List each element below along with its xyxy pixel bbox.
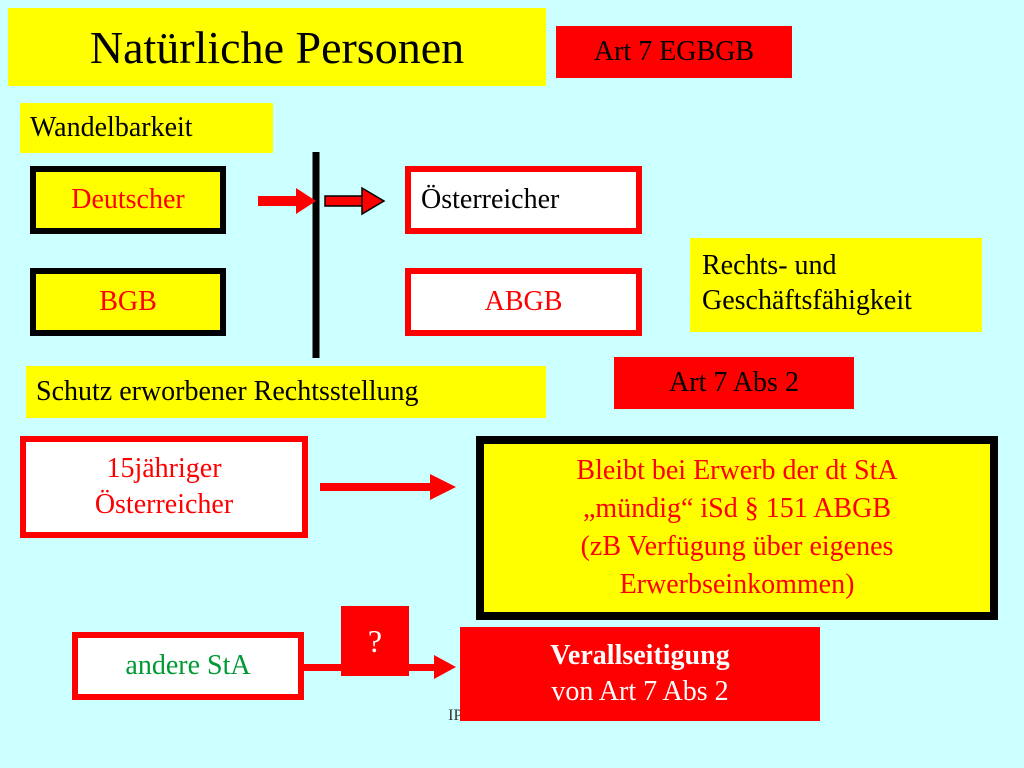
deutscher-box: Deutscher: [30, 166, 226, 234]
rechts-geschaeftsfaehigkeit-box: Rechts- und Geschäftsfähigkeit: [690, 238, 982, 332]
bgb-box: BGB: [30, 268, 226, 336]
art7-egbgb-label: Art 7 EGBGB: [556, 26, 792, 78]
verall-subtitle: von Art 7 Abs 2: [551, 676, 729, 707]
bleibt-line-3: (zB Verfügung über eigenes: [580, 531, 894, 562]
bleibt-line-4: Erwerbseinkommen): [619, 568, 855, 600]
fuenfzehn-line-1: 15jähriger: [106, 452, 222, 484]
bleibt-muendig-box: Bleibt bei Erwerb der dt StA „mündig“ iS…: [476, 436, 998, 620]
schutz-label: Schutz erworbener Rechtsstellung: [26, 366, 546, 418]
page-title: Natürliche Personen: [8, 8, 546, 86]
fuenfzehnjaehriger-box: 15jähriger Österreicher: [20, 436, 308, 538]
question-box: ?: [341, 606, 409, 676]
rechts-line-2: Geschäftsfähigkeit: [702, 285, 912, 316]
bleibt-line-2: „mündig“ iSd § 151 ABGB: [582, 493, 891, 525]
abgb-box: ABGB: [405, 268, 642, 336]
arrow-fuenfzehn: [320, 474, 456, 500]
verallseitigung-box: Verallseitigung von Art 7 Abs 2: [460, 627, 820, 721]
verall-title: Verallseitigung: [550, 639, 730, 671]
art7-abs2-label: Art 7 Abs 2: [614, 357, 854, 409]
andere-sta-box: andere StA: [72, 632, 304, 700]
arrow-deutscher: [258, 188, 316, 214]
arrow-oesterreicher: [324, 186, 386, 216]
bleibt-line-1: Bleibt bei Erwerb der dt StA: [576, 455, 898, 487]
wandelbarkeit-label: Wandelbarkeit: [20, 103, 273, 153]
oesterreicher-box: Österreicher: [405, 166, 642, 234]
fuenfzehn-line-2: Österreicher: [94, 489, 234, 520]
rechts-line-1: Rechts- und: [702, 250, 837, 281]
